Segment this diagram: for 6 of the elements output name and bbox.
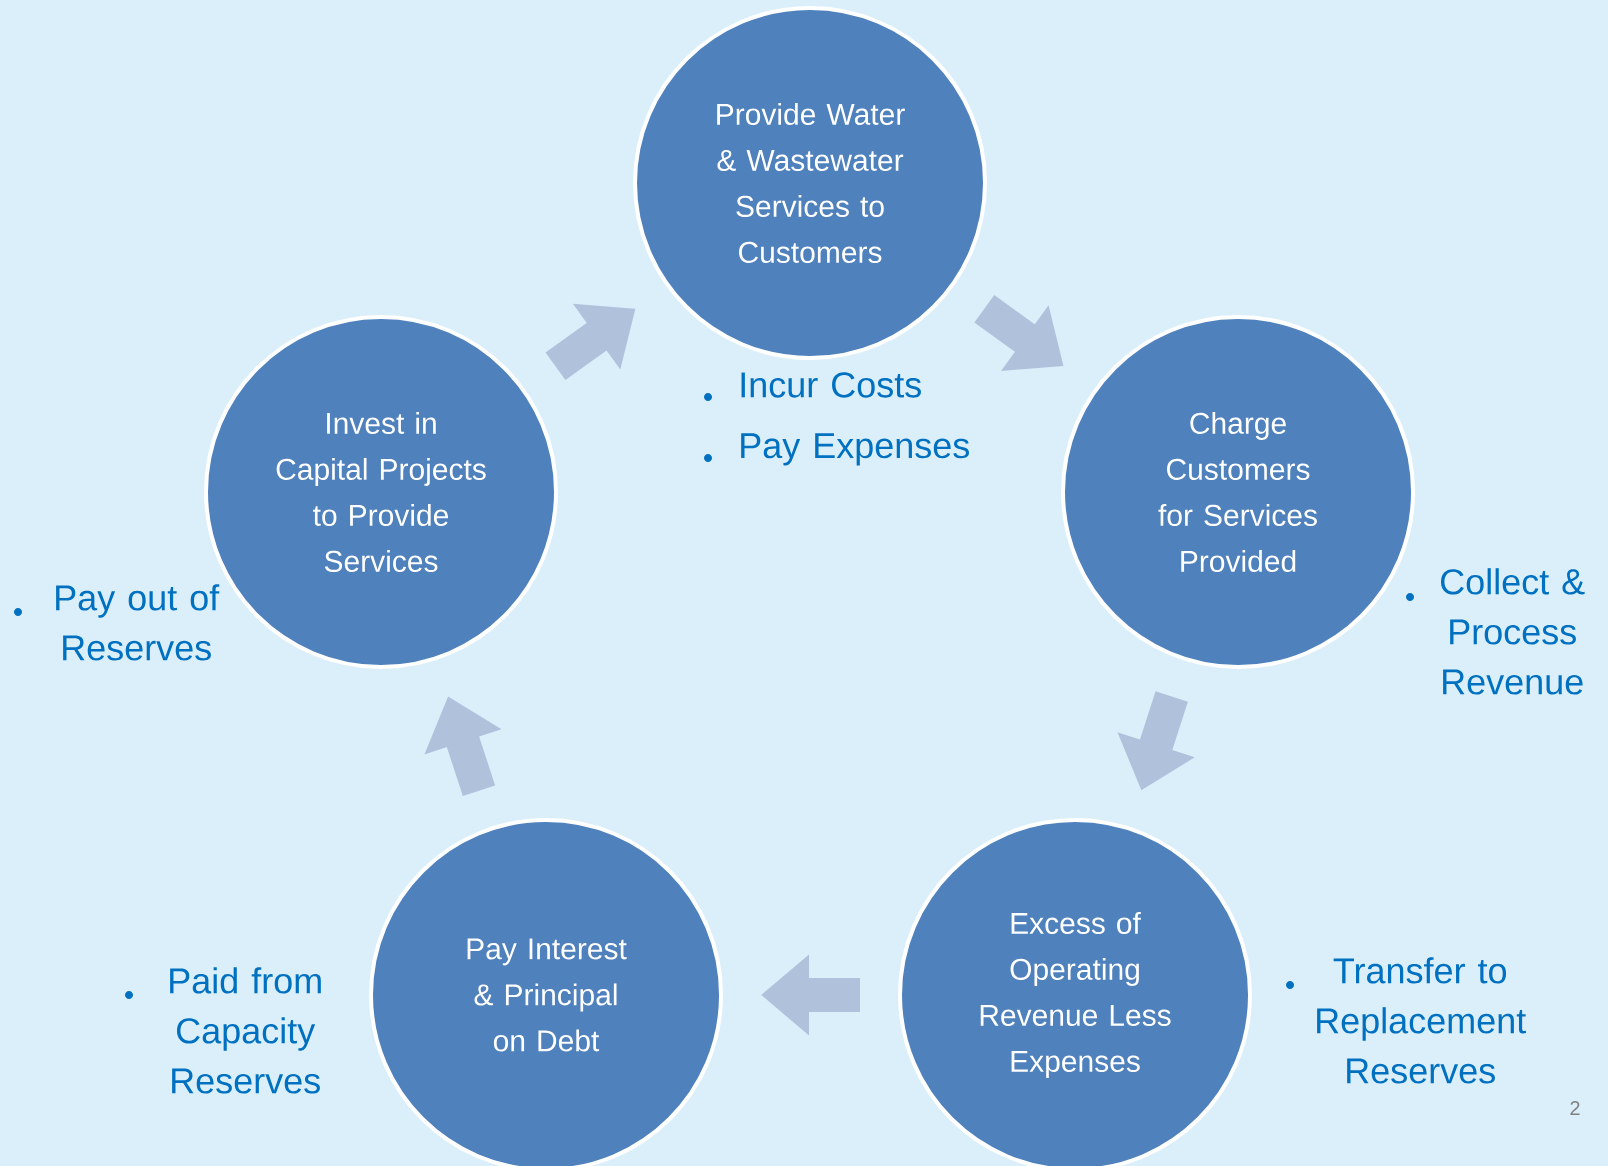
bullet-text: Pay Expenses <box>741 433 969 466</box>
bullet-text: Transfer to Replacement Reserves <box>1317 957 1526 1084</box>
bullet-text: Collect & Process Revenue <box>1441 568 1585 695</box>
page-number: 2 <box>1570 1101 1580 1115</box>
bullet-text: Paid from Capacity Reserves <box>170 967 321 1094</box>
bullet-text: Incur Costs <box>741 372 921 398</box>
